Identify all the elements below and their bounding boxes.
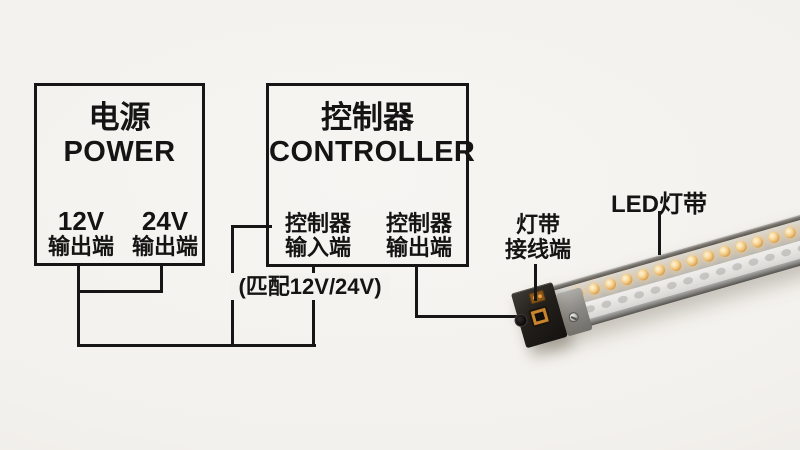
led-reflection <box>649 285 662 295</box>
pointer-line-connector <box>534 264 537 301</box>
terminal-output-label: 输出端 <box>385 235 452 260</box>
led-dot <box>701 249 716 263</box>
strip-connector-label-line2: 接线端 <box>504 237 571 262</box>
terminal-output-label: 输出端 <box>131 234 198 259</box>
led-dot <box>685 254 700 268</box>
led-dot <box>750 235 765 249</box>
connector-top-terminal <box>528 289 546 305</box>
terminal-voltage-label: 24V <box>141 206 189 236</box>
power-title-zh: 电源 <box>88 100 151 135</box>
led-dot <box>734 240 749 254</box>
terminal-output-label: 输出端 <box>47 234 114 259</box>
led-dot <box>718 244 732 259</box>
terminal-voltage-label: 12V <box>57 206 105 236</box>
led-reflection <box>780 247 792 258</box>
controller-title-en: CONTROLLER <box>269 136 476 168</box>
wire-24v-output-stub <box>160 264 163 293</box>
led-dot <box>652 263 667 278</box>
led-reflection <box>616 294 629 305</box>
led-reflection <box>698 271 711 281</box>
voltage-match-note: (匹配12V/24V) <box>230 273 390 300</box>
led-dot <box>620 272 634 287</box>
wire-12v-output-stub <box>77 264 80 347</box>
led-reflection <box>747 257 760 267</box>
led-dot <box>636 268 651 282</box>
strip-connector-label-line1: 灯带 <box>515 212 560 237</box>
power-box: 电源 POWER 12V 输出端 24V 输出端 <box>34 83 205 266</box>
terminal-name-label: 控制器 <box>385 211 452 236</box>
wire-controller-input-drop <box>312 266 315 347</box>
led-reflection <box>715 266 727 277</box>
power-terminal-24v: 24V 输出端 <box>126 208 204 259</box>
led-reflection <box>764 252 776 263</box>
led-dot <box>603 277 618 292</box>
led-dot <box>669 258 683 273</box>
pointer-line-strip <box>658 211 661 255</box>
wire-to-strip-connector <box>415 315 525 318</box>
wire-bottom-bus <box>77 344 316 347</box>
terminal-name-label: 控制器 <box>284 211 351 236</box>
controller-title-zh: 控制器 <box>321 100 414 135</box>
connector-front-port <box>528 305 552 328</box>
led-dot <box>587 282 602 296</box>
power-title-en: POWER <box>63 136 176 168</box>
led-reflection <box>600 299 613 309</box>
power-terminal-12v: 12V 输出端 <box>42 208 120 259</box>
strip-connector-label: 灯带 接线端 <box>494 212 582 262</box>
wire-controller-input-tick <box>231 225 272 228</box>
controller-input-terminal: 控制器 输入端 <box>278 211 358 260</box>
led-reflection <box>731 261 743 272</box>
wire-outputs-join <box>77 290 163 293</box>
terminal-input-label: 输入端 <box>284 235 351 260</box>
controller-box: 控制器 CONTROLLER 控制器 输入端 控制器 输出端 <box>266 83 476 267</box>
led-dot <box>767 230 781 245</box>
led-dot <box>783 225 798 240</box>
wire-controller-output-drop <box>415 266 418 318</box>
controller-output-terminal: 控制器 输出端 <box>379 211 459 260</box>
led-reflection <box>682 276 694 286</box>
connector-cable-hole <box>513 312 530 329</box>
led-reflection <box>633 290 645 300</box>
led-reflection <box>665 280 678 291</box>
